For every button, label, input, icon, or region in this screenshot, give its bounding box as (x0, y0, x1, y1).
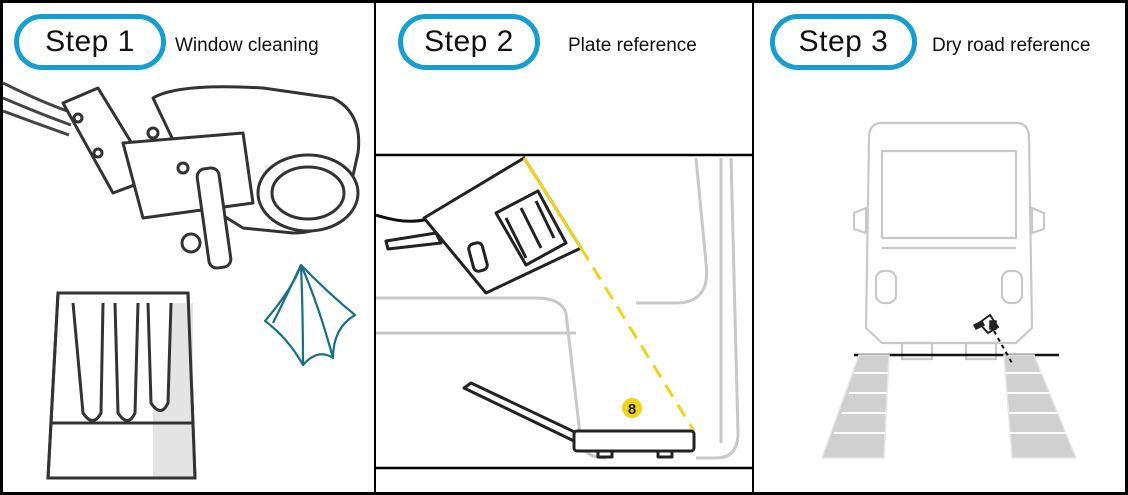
step-1-label: Step 1 (45, 25, 135, 58)
step-3-badge: Step 3 (770, 14, 917, 70)
cable-icon (3, 81, 74, 137)
dry-road-reference-illustration (820, 121, 1078, 459)
cable-icon (376, 213, 429, 223)
step-3-description: Dry road reference (932, 35, 1091, 56)
tire-track-icon (820, 354, 1078, 459)
step-2-label: Step 2 (424, 25, 514, 58)
reference-line (522, 157, 696, 432)
sensor-cover-icon (46, 291, 197, 480)
sensor-icon (61, 85, 361, 270)
step-1-description: Window cleaning (175, 35, 319, 56)
step-3-panel: Step 3 Dry road reference (754, 0, 1128, 495)
warning-icon: 8 (622, 398, 642, 418)
step-1-badge: Step 1 (14, 14, 166, 70)
plate-reference-illustration: 8 (376, 153, 752, 470)
cloth-icon (263, 263, 357, 367)
step-2-badge: Step 2 (398, 14, 540, 70)
sensor-icon (384, 156, 583, 295)
reference-plate-icon (462, 381, 696, 459)
truck-icon (852, 121, 1046, 361)
step-3-label: Step 3 (798, 25, 889, 58)
reference-line (993, 330, 1013, 364)
window-cleaning-illustration (3, 81, 361, 480)
svg-text:8: 8 (628, 401, 636, 418)
step-2-description: Plate reference (568, 35, 697, 56)
step-2-panel: Step 2 Plate reference (376, 0, 754, 495)
sensor-icon (972, 313, 1000, 335)
step-1-panel: Step 1 Window cleaning (0, 0, 376, 495)
vehicle-body-outline (376, 157, 740, 460)
